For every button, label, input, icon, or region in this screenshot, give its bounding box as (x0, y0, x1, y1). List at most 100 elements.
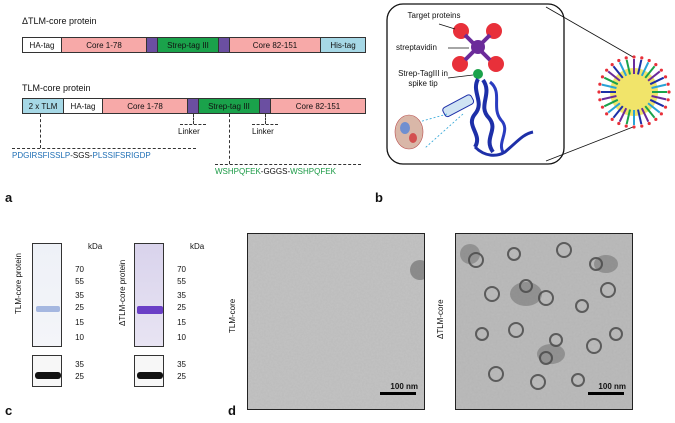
tlm-sequence: PDGIRSFISSLP-SGS-PLSSIFSRIGDP (12, 151, 151, 160)
vlp-spike (601, 95, 617, 101)
strep-seq-part1: WSHPQFEK (215, 167, 261, 176)
tlm-seq-separator: -SGS- (70, 151, 93, 160)
vlp-spike (651, 95, 667, 101)
vlp-spike (625, 109, 631, 125)
molecular-surface-red (409, 133, 417, 143)
vlp-spike (647, 102, 661, 114)
schematic-figure (386, 3, 671, 165)
delta-segment-core-82-151: Core 82-151 (229, 37, 321, 53)
blot-marker-35-1: 35 (75, 360, 84, 369)
em2-texture (456, 234, 632, 409)
blot-lane2 (134, 355, 164, 387)
target-protein-3 (452, 56, 468, 72)
linker2-bracket (252, 124, 278, 125)
linker2-leader (265, 114, 266, 124)
vlp-spike (618, 61, 628, 77)
vlp-target-dot (659, 112, 663, 116)
spike-helix-1 (469, 78, 481, 149)
em-image-delta-tlm-core: 100 nm (455, 233, 633, 410)
spike-helix-2 (481, 78, 495, 154)
spike-helix-3 (488, 80, 507, 153)
scale-label-2: 100 nm (598, 382, 626, 391)
em-image-tlm-core: 100 nm (247, 233, 425, 410)
vlp-target-dot (647, 121, 651, 126)
vlp-spike (603, 76, 619, 86)
vlp-spike (640, 107, 650, 123)
scale-bar-2 (588, 392, 624, 395)
zoom-line-bottom (545, 126, 634, 162)
streptavidin-label: streptavidin (396, 43, 437, 52)
vlp-spike (601, 83, 617, 89)
vlp-spike (612, 105, 624, 119)
vlp-spike (640, 61, 650, 77)
vlp-target-dot (605, 112, 609, 116)
vlp-target-dot (617, 121, 621, 126)
panel-b-letter: b (375, 190, 383, 205)
blot-lane1 (32, 355, 62, 387)
strep-seq-line (215, 164, 361, 165)
tlm-segment-ha: HA-tag (63, 98, 103, 114)
marker-55-2: 55 (177, 277, 186, 286)
vlp-target-dot (610, 63, 614, 67)
delta-construct-title: ΔTLM-core protein (22, 16, 97, 26)
vlp-target-dot (647, 58, 651, 63)
vlp-target-dot (600, 75, 605, 79)
tlm-dash-1 (418, 113, 448, 123)
tlm-dash-2 (424, 113, 464, 149)
target-protein-4 (488, 56, 504, 72)
vlp-spike (607, 102, 621, 114)
gel-band-lane1 (36, 306, 60, 312)
vlp-spike (637, 59, 643, 75)
lane2-label: ΔTLM-core protein (118, 259, 127, 326)
vlp-target-dot (654, 63, 658, 67)
marker-10-1: 10 (75, 333, 84, 342)
tlm-cylinder (442, 94, 475, 118)
vlp-target-dot (659, 68, 663, 72)
linker1-bracket (180, 124, 206, 125)
streptavidin-core (471, 40, 485, 54)
vlp-target-dot (610, 117, 614, 121)
vlp-target-dot (654, 117, 658, 121)
panel-d-letter: d (228, 403, 236, 418)
vlp-target-dot (632, 125, 636, 129)
kda-label-1: kDa (88, 242, 103, 251)
delta-segment-strep: Strep-tag III (157, 37, 219, 53)
marker-70-1: 70 (75, 265, 84, 274)
delta-segment-ha: HA-tag (22, 37, 62, 53)
tlm-segment-strep: Strep-tag III (198, 98, 260, 114)
strep-seq-separator: -GGGS- (260, 167, 291, 176)
target-protein-2 (486, 23, 502, 39)
vlp-spike (625, 59, 631, 75)
em2-label: ΔTLM-core (436, 299, 445, 339)
blot-marker-25-1: 25 (75, 372, 84, 381)
lane1-label: TLM-core protein (14, 253, 23, 314)
blot-marker-25-2: 25 (177, 372, 186, 381)
scale-label-1: 100 nm (390, 382, 418, 391)
spike-loop (473, 130, 534, 157)
zoom-line-top (545, 6, 634, 58)
delta-segment-core-1-78: Core 1-78 (61, 37, 147, 53)
tlm-segment-core-82-151: Core 82-151 (270, 98, 366, 114)
marker-35-1: 35 (75, 291, 84, 300)
tlm-construct-title: TLM-core protein (22, 83, 91, 93)
scale-bar-1 (380, 392, 416, 395)
target-protein-1 (453, 23, 469, 39)
gel-lane1 (32, 243, 62, 347)
vlp-target-dot (640, 56, 644, 60)
tlm-seq-part2: PLSSIFSRIGDP (92, 151, 151, 160)
panel-c-letter: c (5, 403, 13, 418)
strep-tag-dot (473, 69, 483, 79)
linker1-leader (193, 114, 194, 124)
target-proteins-label: Target proteins (407, 11, 461, 20)
tlm-seq-line (12, 148, 196, 149)
vlp-particle (597, 55, 671, 129)
vlp-target-dot (640, 124, 644, 128)
em1-texture (248, 234, 424, 409)
vlp-target-dot (598, 98, 602, 102)
strep-taglll-label: Strep-TagIII in spike tip (398, 69, 448, 88)
blot-band-lane2 (137, 372, 163, 379)
tlm-segment-core-1-78: Core 1-78 (102, 98, 188, 114)
vlp-target-dot (666, 98, 670, 102)
vlp-target-dot (632, 55, 636, 59)
marker-25-2: 25 (177, 303, 186, 312)
